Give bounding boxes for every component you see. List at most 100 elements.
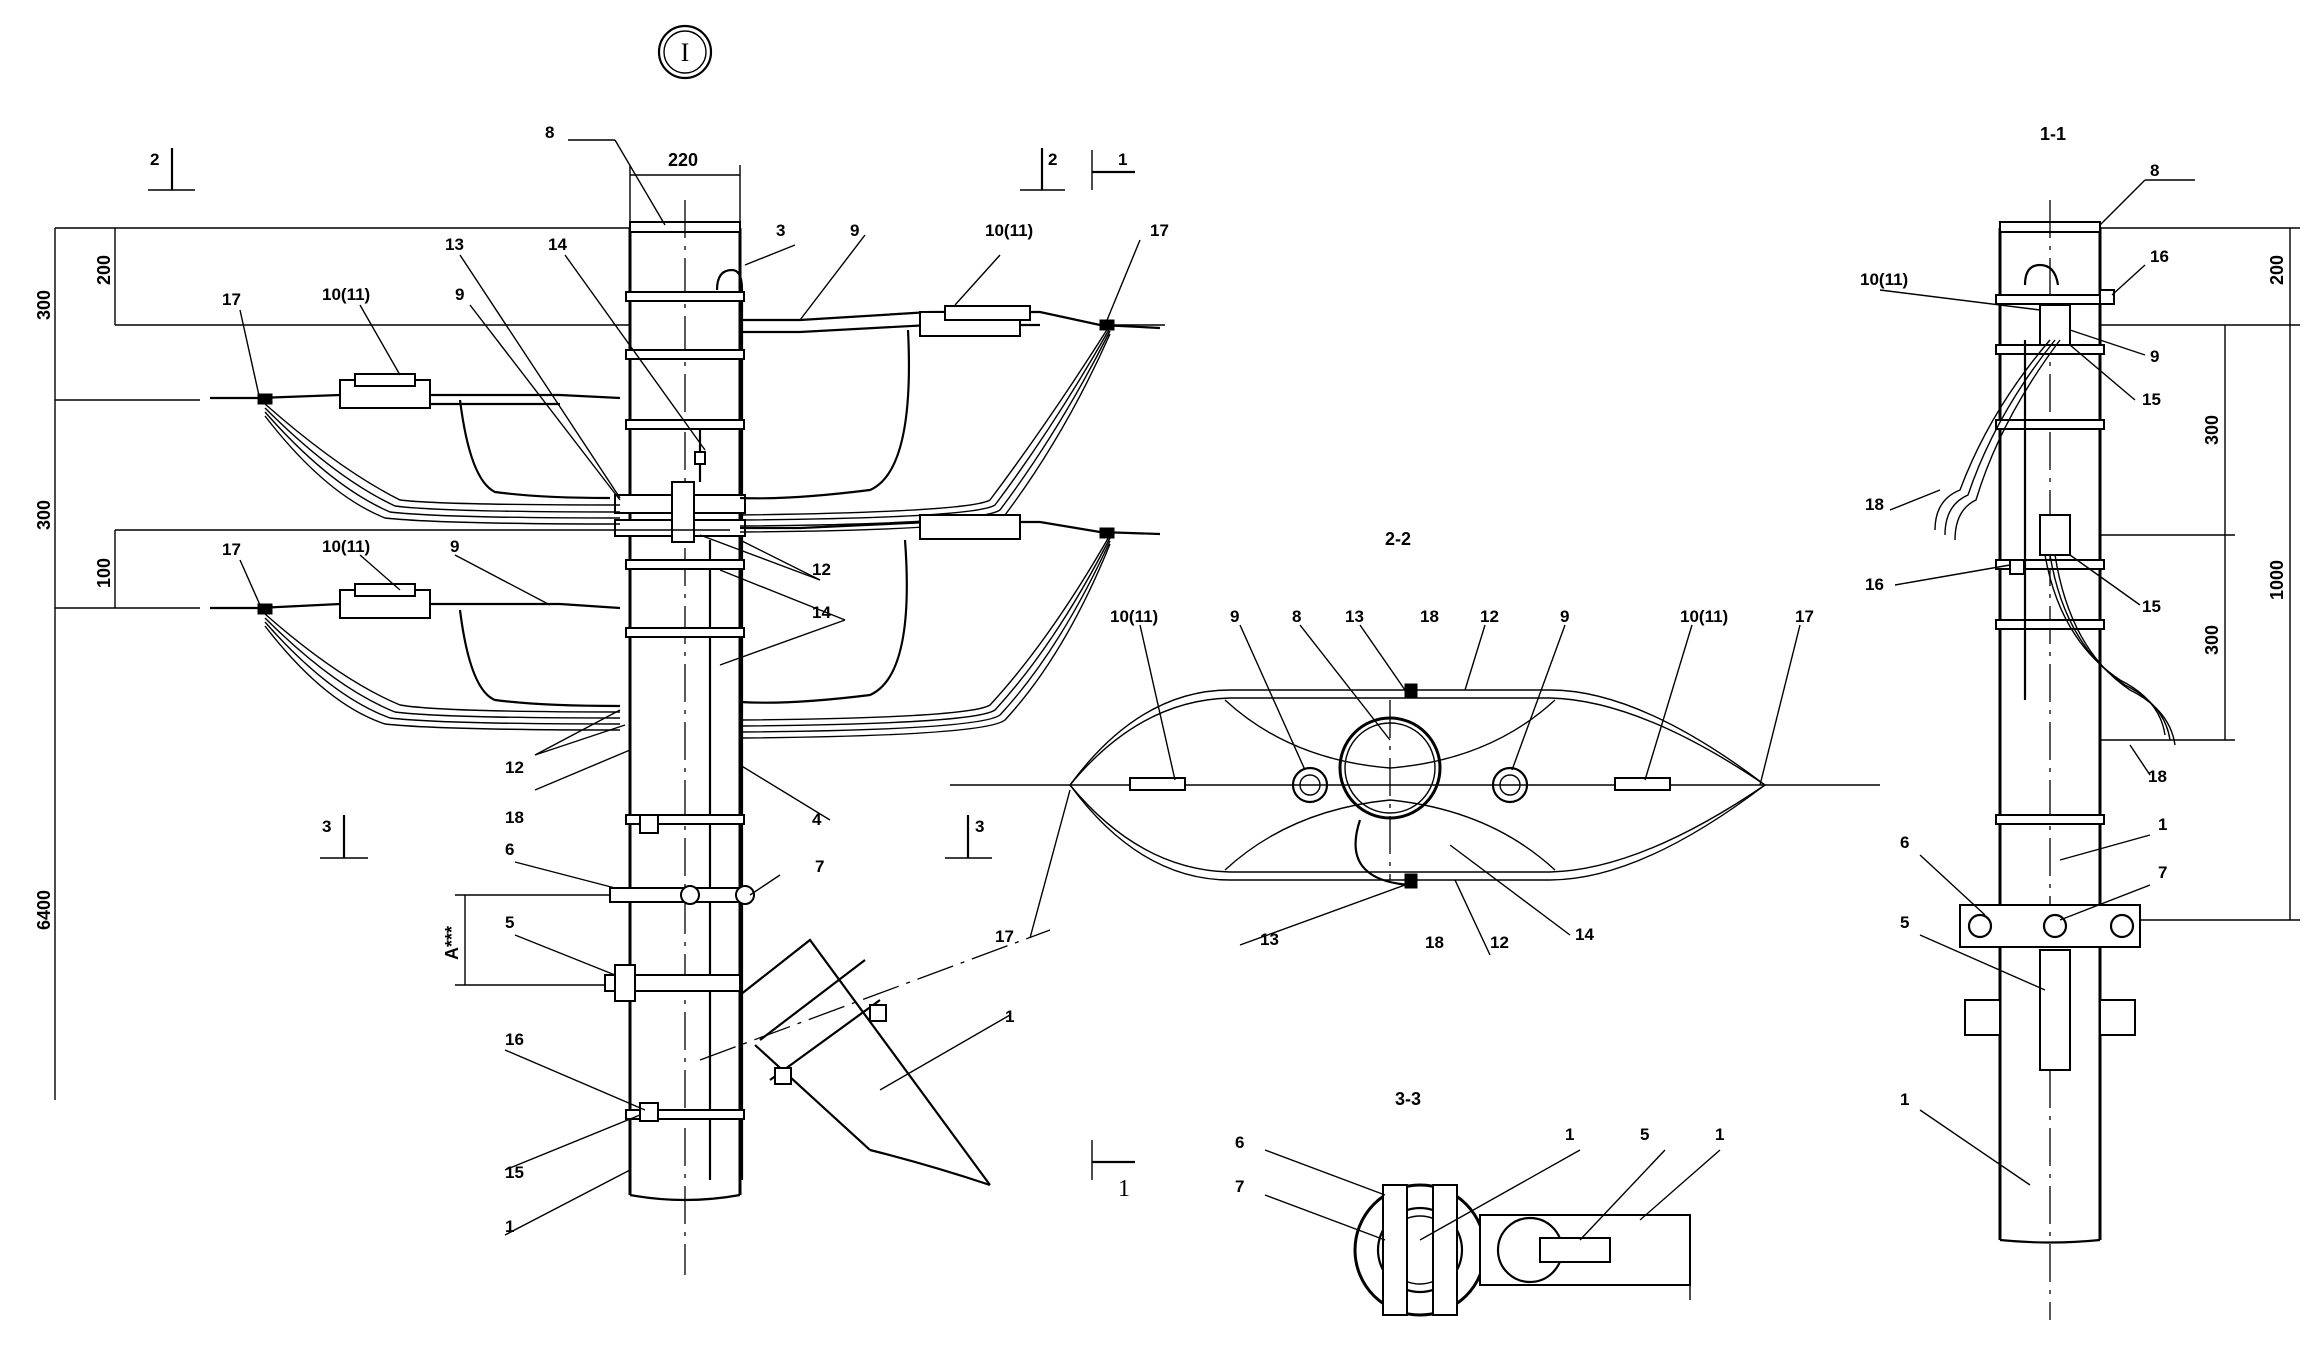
label-9-2-2-right: 9: [1560, 607, 1569, 626]
dim-300-right-top: 300: [2202, 415, 2222, 445]
label-18-2-2-top: 18: [1420, 607, 1439, 626]
label-8-2-2: 8: [1292, 607, 1301, 626]
position-labels-1-1: 8 16 10(11) 9 15 18 16 15 18 1 6 7 5 1: [1860, 161, 2169, 1109]
dim-200-left: 200: [94, 255, 114, 285]
leader-lines: [239, 139, 1141, 1236]
dim-220: 220: [668, 150, 698, 170]
label-3: 3: [776, 221, 785, 240]
dimension-lines: [54, 165, 741, 1100]
section-2-2-view: [950, 624, 1880, 956]
label-1-strut: 1: [1005, 1007, 1014, 1026]
label-7-3-3: 7: [1235, 1177, 1244, 1196]
label-9-mid-left: 9: [450, 537, 459, 556]
dim-300-top: 300: [34, 290, 54, 320]
label-6-3-3: 6: [1235, 1133, 1244, 1152]
label-10-top-left: 10(11): [322, 285, 370, 304]
label-17-mid-left: 17: [222, 540, 241, 559]
label-1-3-3-center: 1: [1565, 1125, 1574, 1144]
label-13-2-2-top: 13: [1345, 607, 1364, 626]
cut-label-2-left: 2: [150, 150, 159, 169]
leader-lines-2-2: [1029, 624, 1801, 956]
sheet-mark-text: I: [681, 38, 690, 67]
label-18-main: 18: [505, 808, 524, 827]
section-titles: 1-1 2-2 3-3: [1385, 124, 2066, 1109]
label-5-1-1: 5: [1900, 913, 1909, 932]
position-labels-2-2: 10(11) 9 8 13 18 12 9 10(11) 17 17 13 18…: [995, 607, 1814, 952]
label-15-1-1-mid: 15: [2142, 597, 2161, 616]
label-13: 13: [445, 235, 464, 254]
label-12-2-2-top: 12: [1480, 607, 1499, 626]
cut-label-1-bottom: 1: [1118, 1176, 1130, 1202]
leader-lines-1-1: [1879, 179, 2195, 1186]
dim-6400: 6400: [34, 890, 54, 930]
label-9-top-right: 9: [850, 221, 859, 240]
dim-a: A***: [442, 926, 462, 960]
label-15-main: 15: [505, 1163, 524, 1182]
label-7-1-1: 7: [2158, 863, 2167, 882]
lower-right-wire-group: [739, 514, 1161, 739]
label-18-1-1-bottom: 18: [2148, 767, 2167, 786]
label-10-mid-left: 10(11): [322, 537, 370, 556]
dim-1000: 1000: [2267, 560, 2287, 600]
sheet-mark: I: [657, 24, 713, 80]
cut-label-1-top: 1: [1118, 150, 1127, 169]
dim-100: 100: [94, 558, 114, 588]
dimension-labels: 220 300 200 300 100 6400 A*** 200 300 30…: [34, 150, 2287, 960]
label-12-lower: 12: [505, 758, 524, 777]
label-1-1-1-bottom: 1: [1900, 1090, 1909, 1109]
label-16-1-1-top: 16: [2150, 247, 2169, 266]
label-6-main: 6: [505, 840, 514, 859]
dim-300-right-bottom: 300: [2202, 625, 2222, 655]
label-1-3-3-right: 1: [1715, 1125, 1724, 1144]
cut-mark-labels: 2 2 1 3 3 1: [150, 150, 1130, 1202]
upper-right-wire-group: [739, 305, 1165, 533]
cut-label-3-left: 3: [322, 817, 331, 836]
ground-wire: [715, 268, 744, 1180]
pole-bands: [625, 291, 745, 1120]
label-8-1-1: 8: [2150, 161, 2159, 180]
label-10-2-2-left: 10(11): [1110, 607, 1158, 626]
label-13-2-2-bottom: 13: [1260, 930, 1279, 949]
label-14-top: 14: [548, 235, 567, 254]
section-cut-markers: [148, 148, 1135, 1180]
label-6-1-1: 6: [1900, 833, 1909, 852]
label-10-1-1: 10(11): [1860, 270, 1908, 289]
label-12-2-2-bottom: 12: [1490, 933, 1509, 952]
cut-label-2-right: 2: [1048, 150, 1057, 169]
label-14-2-2: 14: [1575, 925, 1594, 944]
section-title-1-1: 1-1: [2040, 124, 2066, 144]
dim-300-mid: 300: [34, 500, 54, 530]
label-17-top-right: 17: [1150, 221, 1169, 240]
label-17-2-2-left: 17: [995, 927, 1014, 946]
main-elevation-view: [54, 139, 1165, 1275]
upper-left-wire-group: [210, 373, 621, 525]
label-1-1-1-mid: 1: [2158, 815, 2167, 834]
label-18-1-1-top: 18: [1865, 495, 1884, 514]
label-15-1-1-top: 15: [2142, 390, 2161, 409]
lower-left-wire-group: [210, 583, 621, 731]
strut: [699, 929, 1051, 1187]
label-10-2-2-right: 10(11): [1680, 607, 1728, 626]
cut-label-3-right: 3: [975, 817, 984, 836]
position-labels-3-3: 6 7 1 5 1: [1235, 1125, 1724, 1196]
section-3-3-view: [1264, 1149, 1721, 1317]
label-16-1-1-mid: 16: [1865, 575, 1884, 594]
label-7-main: 7: [815, 857, 824, 876]
position-labels-main: 8 3 9 10(11) 17 13 14 17 10(11) 9 12 14 …: [222, 123, 1169, 1236]
label-8: 8: [545, 123, 554, 142]
label-10-top-right: 10(11): [985, 221, 1033, 240]
pole-body: [628, 200, 742, 1275]
label-12-upper: 12: [812, 560, 831, 579]
section-title-3-3: 3-3: [1395, 1089, 1421, 1109]
leader-lines-3-3: [1264, 1149, 1721, 1241]
label-4: 4: [812, 810, 822, 829]
label-16-main: 16: [505, 1030, 524, 1049]
label-17-2-2-right: 17: [1795, 607, 1814, 626]
label-5-3-3: 5: [1640, 1125, 1649, 1144]
dim-200-right: 200: [2267, 255, 2287, 285]
label-18-2-2-bottom: 18: [1425, 933, 1444, 952]
dimension-lines-1-1: [2100, 227, 2300, 921]
label-5-main: 5: [505, 913, 514, 932]
label-9-1-1: 9: [2150, 347, 2159, 366]
